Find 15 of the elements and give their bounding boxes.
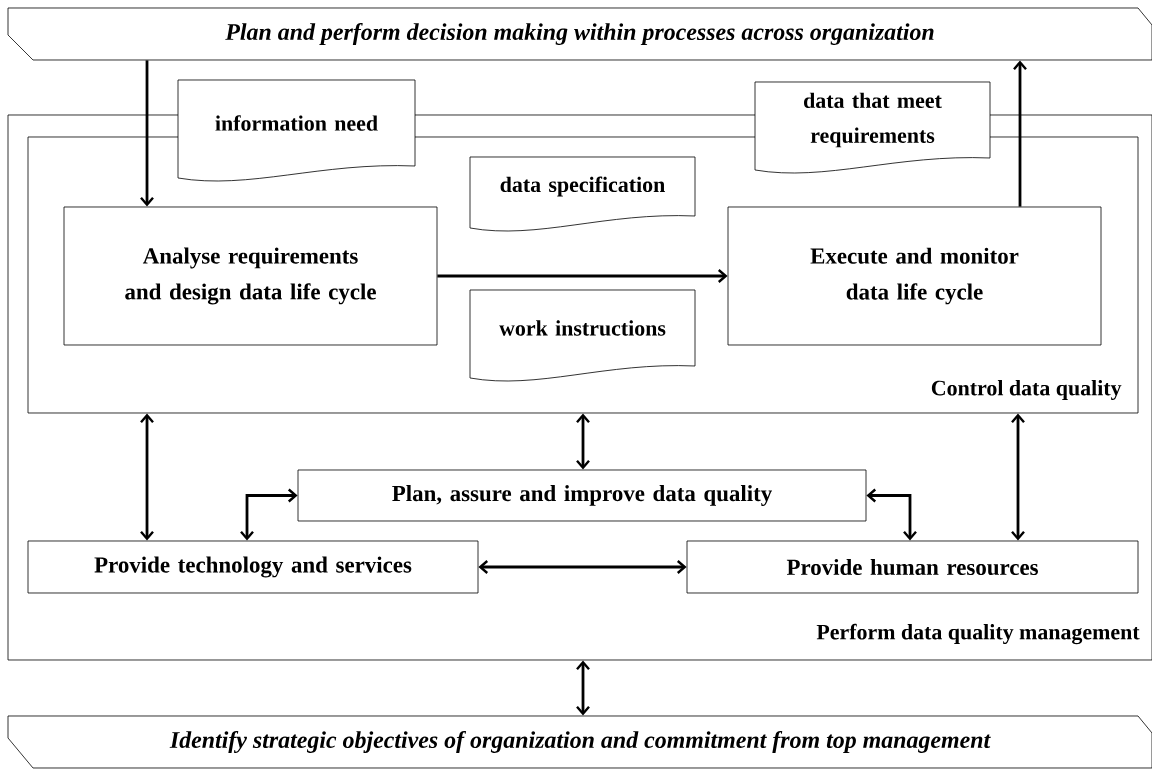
arrow — [140, 413, 154, 541]
process-box: Execute and monitor data life cycle — [727, 206, 1102, 346]
arrow — [437, 269, 728, 283]
arrow — [478, 560, 687, 574]
arrow — [1011, 413, 1025, 541]
arrow — [866, 488, 917, 541]
process-box: Provide technology and services — [27, 540, 479, 594]
process-box: Provide human resources — [686, 540, 1139, 594]
arrow — [1013, 60, 1027, 207]
arrow — [576, 660, 590, 716]
arrow — [240, 488, 298, 541]
process-box: Plan, assure and improve data quality — [297, 469, 867, 522]
arrow — [576, 413, 590, 470]
process-box: Analyse requirements and design data life cycle — [63, 206, 438, 346]
arrow — [140, 60, 154, 207]
